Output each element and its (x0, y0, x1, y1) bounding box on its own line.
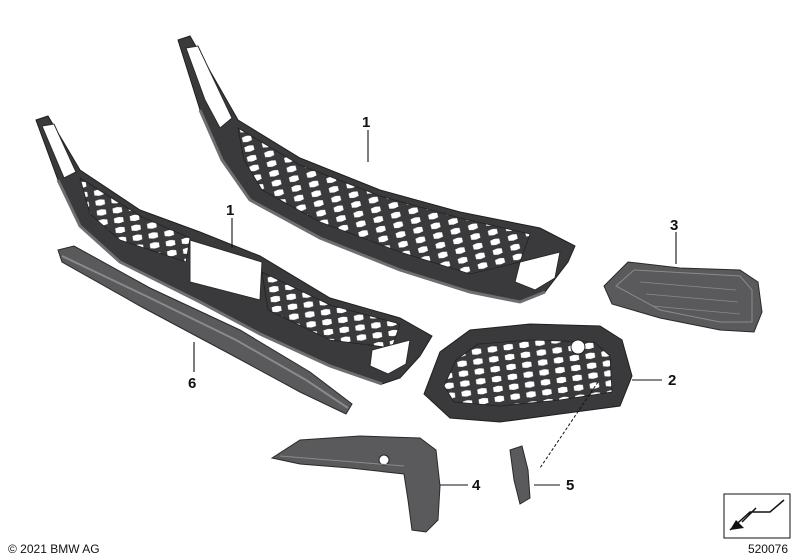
copyright-text: © 2021 BMW AG (8, 542, 100, 556)
fog-light-cover-part-icon (603, 261, 763, 333)
diagram-marker-icon (723, 493, 791, 539)
upper-grille-part-icon (177, 35, 576, 304)
small-insert-part-icon (509, 445, 531, 505)
callout-1-upper: 1 (362, 114, 370, 131)
diagram-number: 520076 (747, 542, 788, 556)
callout-1-lower: 1 (226, 202, 234, 219)
lower-grille-part-icon (35, 115, 433, 386)
callout-4: 4 (472, 477, 481, 494)
fog-light-grille-part-icon (423, 323, 633, 423)
callout-6: 6 (188, 375, 196, 392)
corner-trim-part-icon (270, 435, 441, 533)
callout-2: 2 (668, 372, 676, 389)
leader-lines (193, 130, 677, 486)
trim-strip-part-icon (57, 245, 353, 415)
callout-5: 5 (566, 477, 574, 494)
callout-3: 3 (670, 217, 678, 234)
